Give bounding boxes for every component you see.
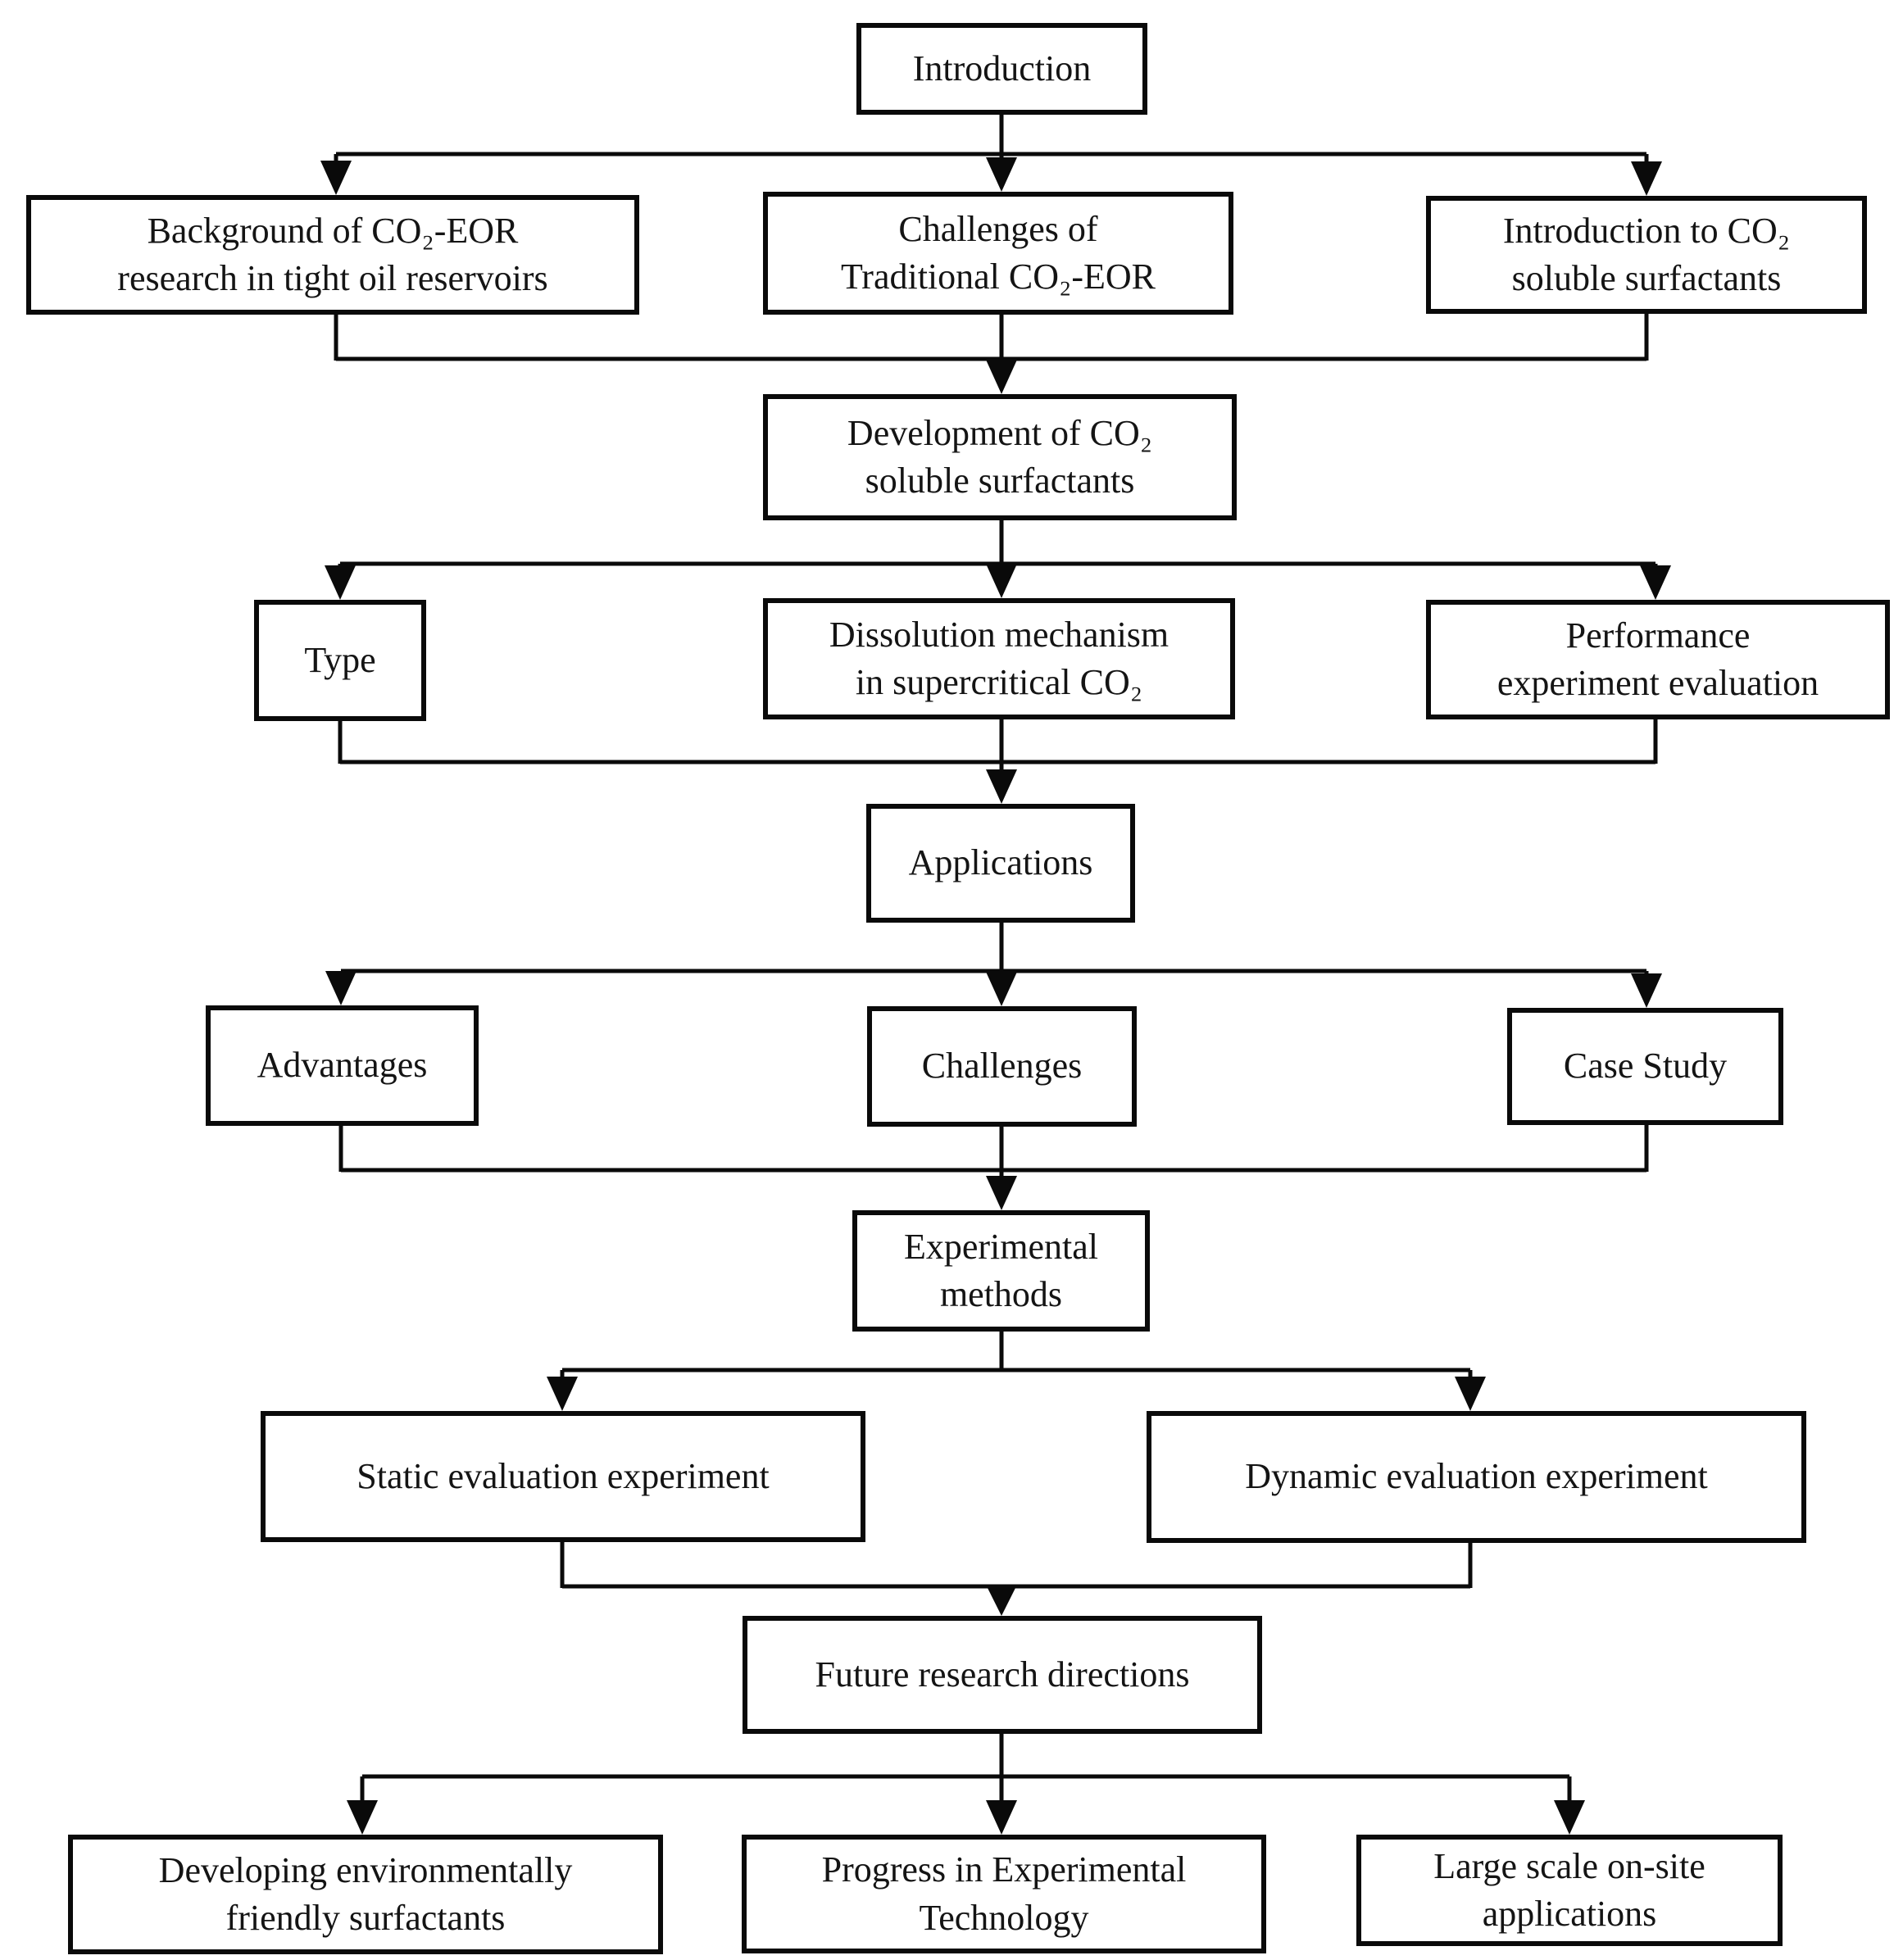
node-label: Future research directions: [815, 1654, 1190, 1695]
node-label: Challenges of Traditional CO₂-EOR: [840, 208, 1156, 297]
node-label: Progress in Experimental Technology: [821, 1849, 1187, 1938]
node-label: Background of CO₂-EOR research in tight …: [117, 210, 548, 298]
node-label: Dissolution mechanism in supercritical C…: [829, 614, 1170, 702]
node-large-scale-on-site-applications: Large scale on-site applications: [1356, 1835, 1783, 1946]
node-label: Case Study: [1563, 1046, 1728, 1087]
node-introduction: Introduction: [856, 23, 1147, 115]
node-background-co2-eor: Background of CO₂-EOR research in tight …: [26, 195, 639, 315]
node-future-research-directions: Future research directions: [743, 1616, 1262, 1734]
node-label: Advantages: [257, 1045, 428, 1086]
node-applications: Applications: [866, 804, 1135, 923]
node-performance-experiment-evaluation: Performance experiment evaluation: [1426, 600, 1890, 719]
node-dynamic-evaluation-experiment: Dynamic evaluation experiment: [1147, 1411, 1806, 1543]
node-label: Large scale on-site applications: [1433, 1845, 1705, 1934]
node-label: Dynamic evaluation experiment: [1245, 1456, 1708, 1497]
node-label: Performance experiment evaluation: [1497, 615, 1819, 703]
node-type: Type: [254, 600, 426, 721]
node-introduction-to-co2-soluble-surfactants: Introduction to CO₂ soluble surfactants: [1426, 196, 1867, 314]
node-experimental-methods: Experimental methods: [852, 1210, 1150, 1332]
node-label: Type: [304, 639, 376, 680]
node-label: Challenges: [921, 1046, 1083, 1087]
node-progress-in-experimental-technology: Progress in Experimental Technology: [742, 1835, 1266, 1953]
node-development-of-co2-soluble-surfactants: Development of CO₂ soluble surfactants: [763, 394, 1237, 520]
node-label: Development of CO₂ soluble surfactants: [847, 412, 1153, 501]
node-label: Experimental methods: [903, 1226, 1098, 1314]
node-label: Introduction to CO₂ soluble surfactants: [1502, 210, 1791, 298]
node-label: Introduction: [912, 48, 1092, 88]
node-challenges: Challenges: [867, 1006, 1137, 1127]
node-challenges-traditional-co2-eor: Challenges of Traditional CO₂-EOR: [763, 192, 1233, 315]
node-advantages: Advantages: [206, 1005, 479, 1126]
node-case-study: Case Study: [1507, 1008, 1783, 1125]
node-dissolution-mechanism: Dissolution mechanism in supercritical C…: [763, 598, 1235, 719]
node-static-evaluation-experiment: Static evaluation experiment: [261, 1411, 865, 1542]
node-label: Applications: [908, 842, 1093, 883]
node-developing-environmentally-friendly-surfactants: Developing environmentally friendly surf…: [68, 1835, 663, 1954]
node-label: Developing environmentally friendly surf…: [158, 1849, 573, 1938]
node-label: Static evaluation experiment: [357, 1455, 770, 1496]
connector-lines: [334, 115, 1658, 1805]
